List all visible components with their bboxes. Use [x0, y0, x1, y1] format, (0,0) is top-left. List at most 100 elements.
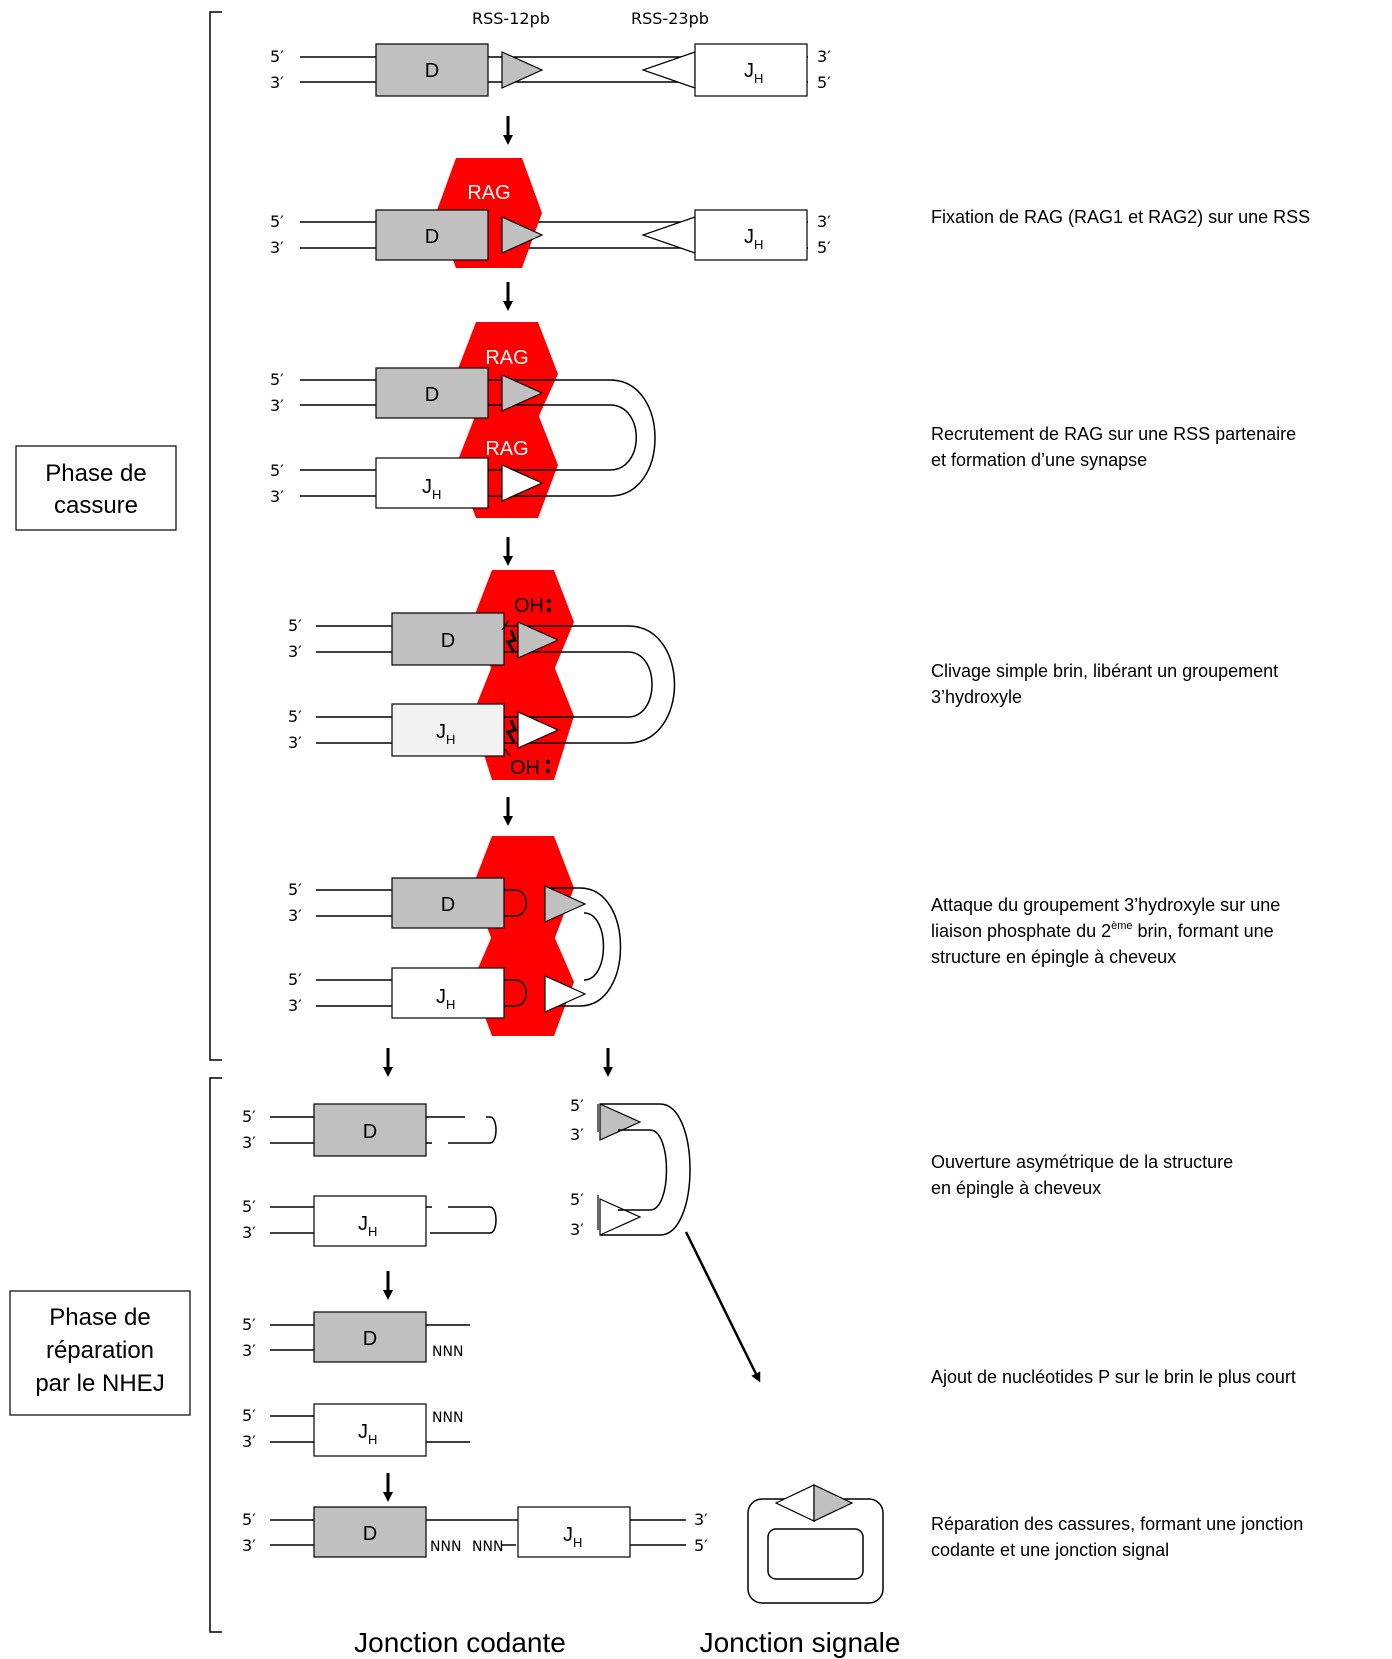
svg-text:5′: 5′: [288, 707, 302, 726]
svg-text:JH: JH: [422, 476, 441, 502]
cleavage-bolt-top: [505, 629, 518, 653]
step4-cleavage: 5′ 3′ 5′ 3′ D JH OH OH: [288, 570, 676, 780]
svg-text:3′: 3′: [288, 733, 302, 752]
bracket-reparation: [209, 1077, 222, 1633]
phase-reparation-line1: Phase de: [49, 1304, 150, 1331]
svg-text:3′: 3′: [288, 996, 302, 1015]
rss23-label: RSS-23pb: [631, 9, 709, 28]
svg-text:3′: 3′: [242, 1432, 256, 1451]
svg-text:3′: 3′: [570, 1125, 584, 1144]
svg-text:JH: JH: [436, 721, 455, 747]
desc-step7-line2: codante et une jonction signal: [931, 1540, 1169, 1560]
step5-hairpin: 5′ 3′ 5′ 3′ D JH: [288, 836, 622, 1036]
svg-text:D: D: [363, 1328, 377, 1350]
svg-text:JH: JH: [744, 226, 763, 252]
step7-p-nucleotides: NNN 5′ 3′ D NNN 5′ 3′ JH: [242, 1311, 470, 1457]
svg-text:3′: 3′: [694, 1510, 708, 1529]
phase-reparation-line2: réparation: [46, 1337, 154, 1364]
coding-joint: NNN NNN 5′ 3′ 3′ 5′ D JH: [242, 1506, 708, 1558]
svg-text:JH: JH: [358, 1213, 377, 1239]
step3-synapse: RAG RAG 5′ 3′ 5′ 3′ D JH: [270, 322, 656, 518]
desc-step2-line1: Recrutement de RAG sur une RSS partenair…: [931, 424, 1296, 444]
step6-opening: 5′ 3′ D 5′ 3′ JH 5′ 3′ 5′ 3′: [242, 1096, 691, 1247]
svg-text:3′: 3′: [270, 396, 284, 415]
svg-text:5′: 5′: [242, 1197, 256, 1216]
phase-cassure-box: Phase de cassure: [15, 445, 177, 531]
signal-joint: [747, 1484, 884, 1604]
svg-text:3′: 3′: [242, 1223, 256, 1242]
desc-step7-line1: Réparation des cassures, formant une jon…: [931, 1514, 1303, 1534]
svg-text:3′: 3′: [242, 1341, 256, 1360]
bracket-cassure: [209, 11, 222, 1061]
svg-text:D: D: [425, 226, 439, 248]
caption-jonction-codante: Jonction codante: [354, 1627, 566, 1658]
svg-text:OH: OH: [510, 757, 540, 779]
svg-text:D: D: [441, 630, 455, 652]
svg-text:JH: JH: [563, 1524, 582, 1550]
svg-text:5′: 5′: [270, 370, 284, 389]
svg-text:3′: 3′: [270, 238, 284, 257]
svg-text:3′: 3′: [570, 1220, 584, 1239]
svg-text:D: D: [441, 894, 455, 916]
rss12-triangle: [501, 51, 544, 89]
svg-text:JH: JH: [744, 60, 763, 86]
svg-text:NNN: NNN: [472, 1539, 503, 1555]
svg-text:D: D: [363, 1121, 377, 1143]
svg-text:5′: 5′: [242, 1510, 256, 1529]
svg-text:3′: 3′: [288, 906, 302, 925]
step2-rag-binding: 5′ 3′ 3′ 5′ RAG D JH: [270, 158, 831, 268]
svg-text:5′: 5′: [242, 1315, 256, 1334]
desc-step4-line3: structure en épingle à cheveux: [931, 947, 1176, 967]
svg-text:NNN: NNN: [432, 1410, 463, 1426]
svg-text:3′: 3′: [242, 1536, 256, 1555]
svg-text:5′: 5′: [288, 970, 302, 989]
svg-text:RAG: RAG: [485, 438, 528, 460]
phase-cassure-line2: cassure: [54, 492, 138, 519]
svg-text:5′: 5′: [288, 616, 302, 635]
svg-text:5′: 5′: [288, 880, 302, 899]
jh-segment: [694, 43, 808, 97]
rss12-label: RSS-12pb: [472, 9, 550, 28]
svg-text:3′: 3′: [817, 212, 831, 231]
svg-text:5′: 5′: [242, 1107, 256, 1126]
svg-text:3′: 3′: [242, 1133, 256, 1152]
svg-text:5′: 5′: [242, 1406, 256, 1425]
desc-step3-line2: 3’hydroxyle: [931, 687, 1022, 707]
desc-step4-line1: Attaque du groupement 3’hydroxyle sur un…: [931, 895, 1280, 915]
desc-step4-line2: liaison phosphate du 2ème brin, formant …: [931, 920, 1274, 941]
step-descriptions: Fixation de RAG (RAG1 et RAG2) sur une R…: [931, 207, 1310, 1560]
arrow-to-signal: [684, 1231, 761, 1383]
desc-step3-line1: Clivage simple brin, libérant un groupem…: [931, 661, 1278, 681]
svg-text:5′: 5′: [694, 1536, 708, 1555]
svg-text:5′: 5′: [570, 1096, 584, 1115]
svg-text:JH: JH: [436, 986, 455, 1012]
desc-step1: Fixation de RAG (RAG1 et RAG2) sur une R…: [931, 207, 1310, 227]
svg-text:5′: 5′: [570, 1190, 584, 1209]
svg-text:NNN: NNN: [432, 1344, 463, 1360]
svg-text:3′: 3′: [270, 73, 284, 92]
caption-jonction-signale: Jonction signale: [700, 1627, 901, 1658]
svg-text:5′: 5′: [270, 212, 284, 231]
svg-text:D: D: [425, 384, 439, 406]
phase-reparation-box: Phase de réparation par le NHEJ: [9, 1290, 191, 1416]
svg-text:3′: 3′: [817, 47, 831, 66]
desc-step5-line2: en épingle à cheveux: [931, 1178, 1101, 1198]
svg-text:RAG: RAG: [467, 182, 510, 204]
cleavage-bolt-bottom: [505, 719, 518, 743]
svg-text:5′: 5′: [270, 461, 284, 480]
svg-text:3′: 3′: [270, 487, 284, 506]
svg-text:OH: OH: [514, 595, 544, 617]
svg-text:JH: JH: [358, 1421, 377, 1447]
d-segment: [375, 43, 489, 97]
step1-locus: RSS-12pb RSS-23pb 5′ 3′ 3′ 5′ D JH: [270, 9, 831, 97]
desc-step6: Ajout de nucléotides P sur le brin le pl…: [931, 1367, 1296, 1387]
svg-text:RAG: RAG: [485, 347, 528, 369]
desc-step5-line1: Ouverture asymétrique de la structure: [931, 1152, 1233, 1172]
svg-text:NNN: NNN: [430, 1539, 461, 1555]
svg-text:3′: 3′: [288, 642, 302, 661]
desc-step2-line2: et formation d’une synapse: [931, 450, 1147, 470]
svg-text:5′: 5′: [817, 238, 831, 257]
phase-cassure-line1: Phase de: [45, 460, 146, 487]
svg-text:5′: 5′: [817, 73, 831, 92]
